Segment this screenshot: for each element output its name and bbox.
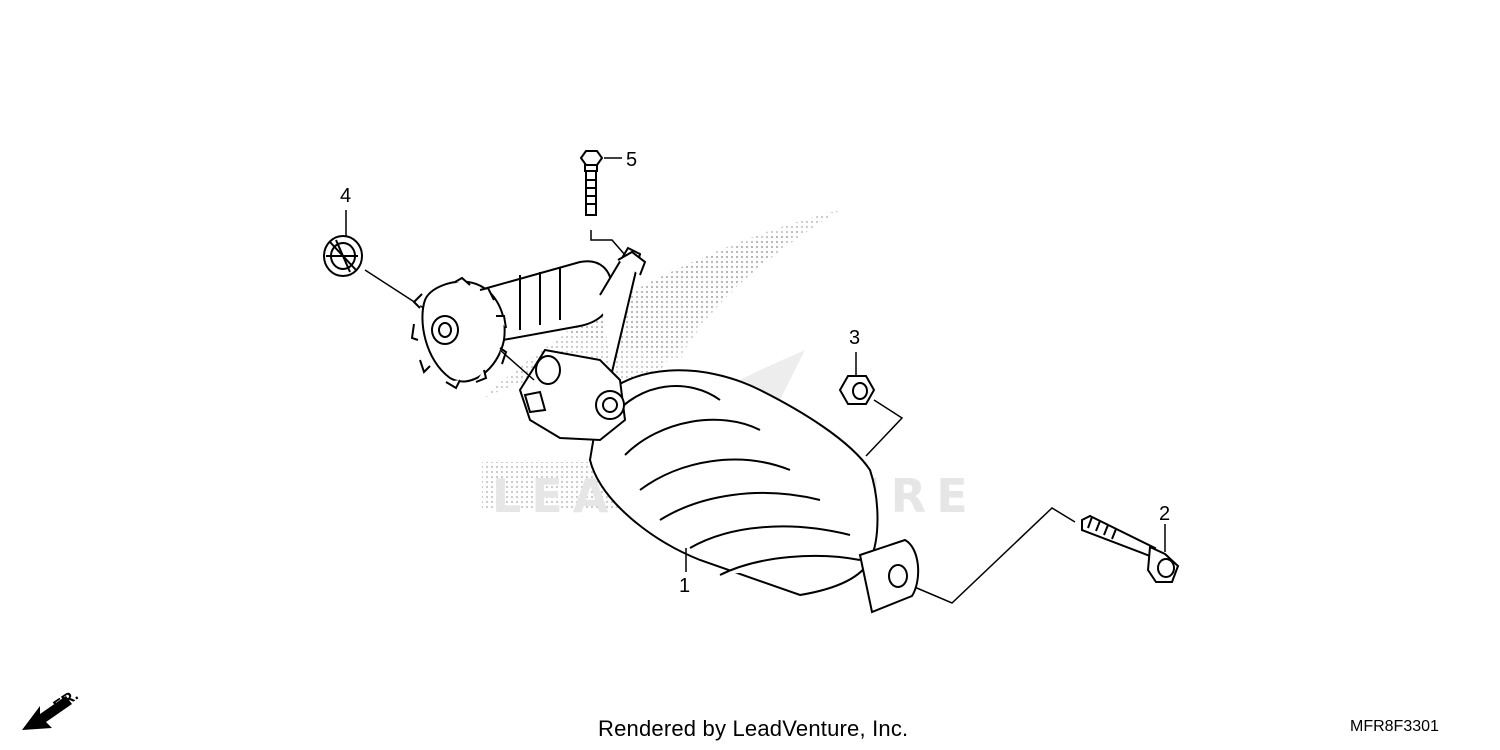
callout-2: 2	[1159, 503, 1170, 525]
diagram-code: MFR8F3301	[1350, 718, 1439, 735]
part-3-nut	[838, 375, 876, 405]
part-5-bolt	[579, 150, 604, 216]
callout-4: 4	[340, 185, 351, 207]
front-arrow-icon: FR.	[22, 687, 82, 730]
part-4-nut	[323, 235, 363, 277]
callout-1: 1	[679, 575, 690, 597]
part-1-shock-absorber	[410, 246, 920, 614]
part-2-bolt	[1081, 514, 1180, 583]
callout-5: 5	[626, 149, 637, 171]
callout-3: 3	[849, 327, 860, 349]
rendered-by-credit: Rendered by LeadVenture, Inc.	[598, 716, 909, 741]
